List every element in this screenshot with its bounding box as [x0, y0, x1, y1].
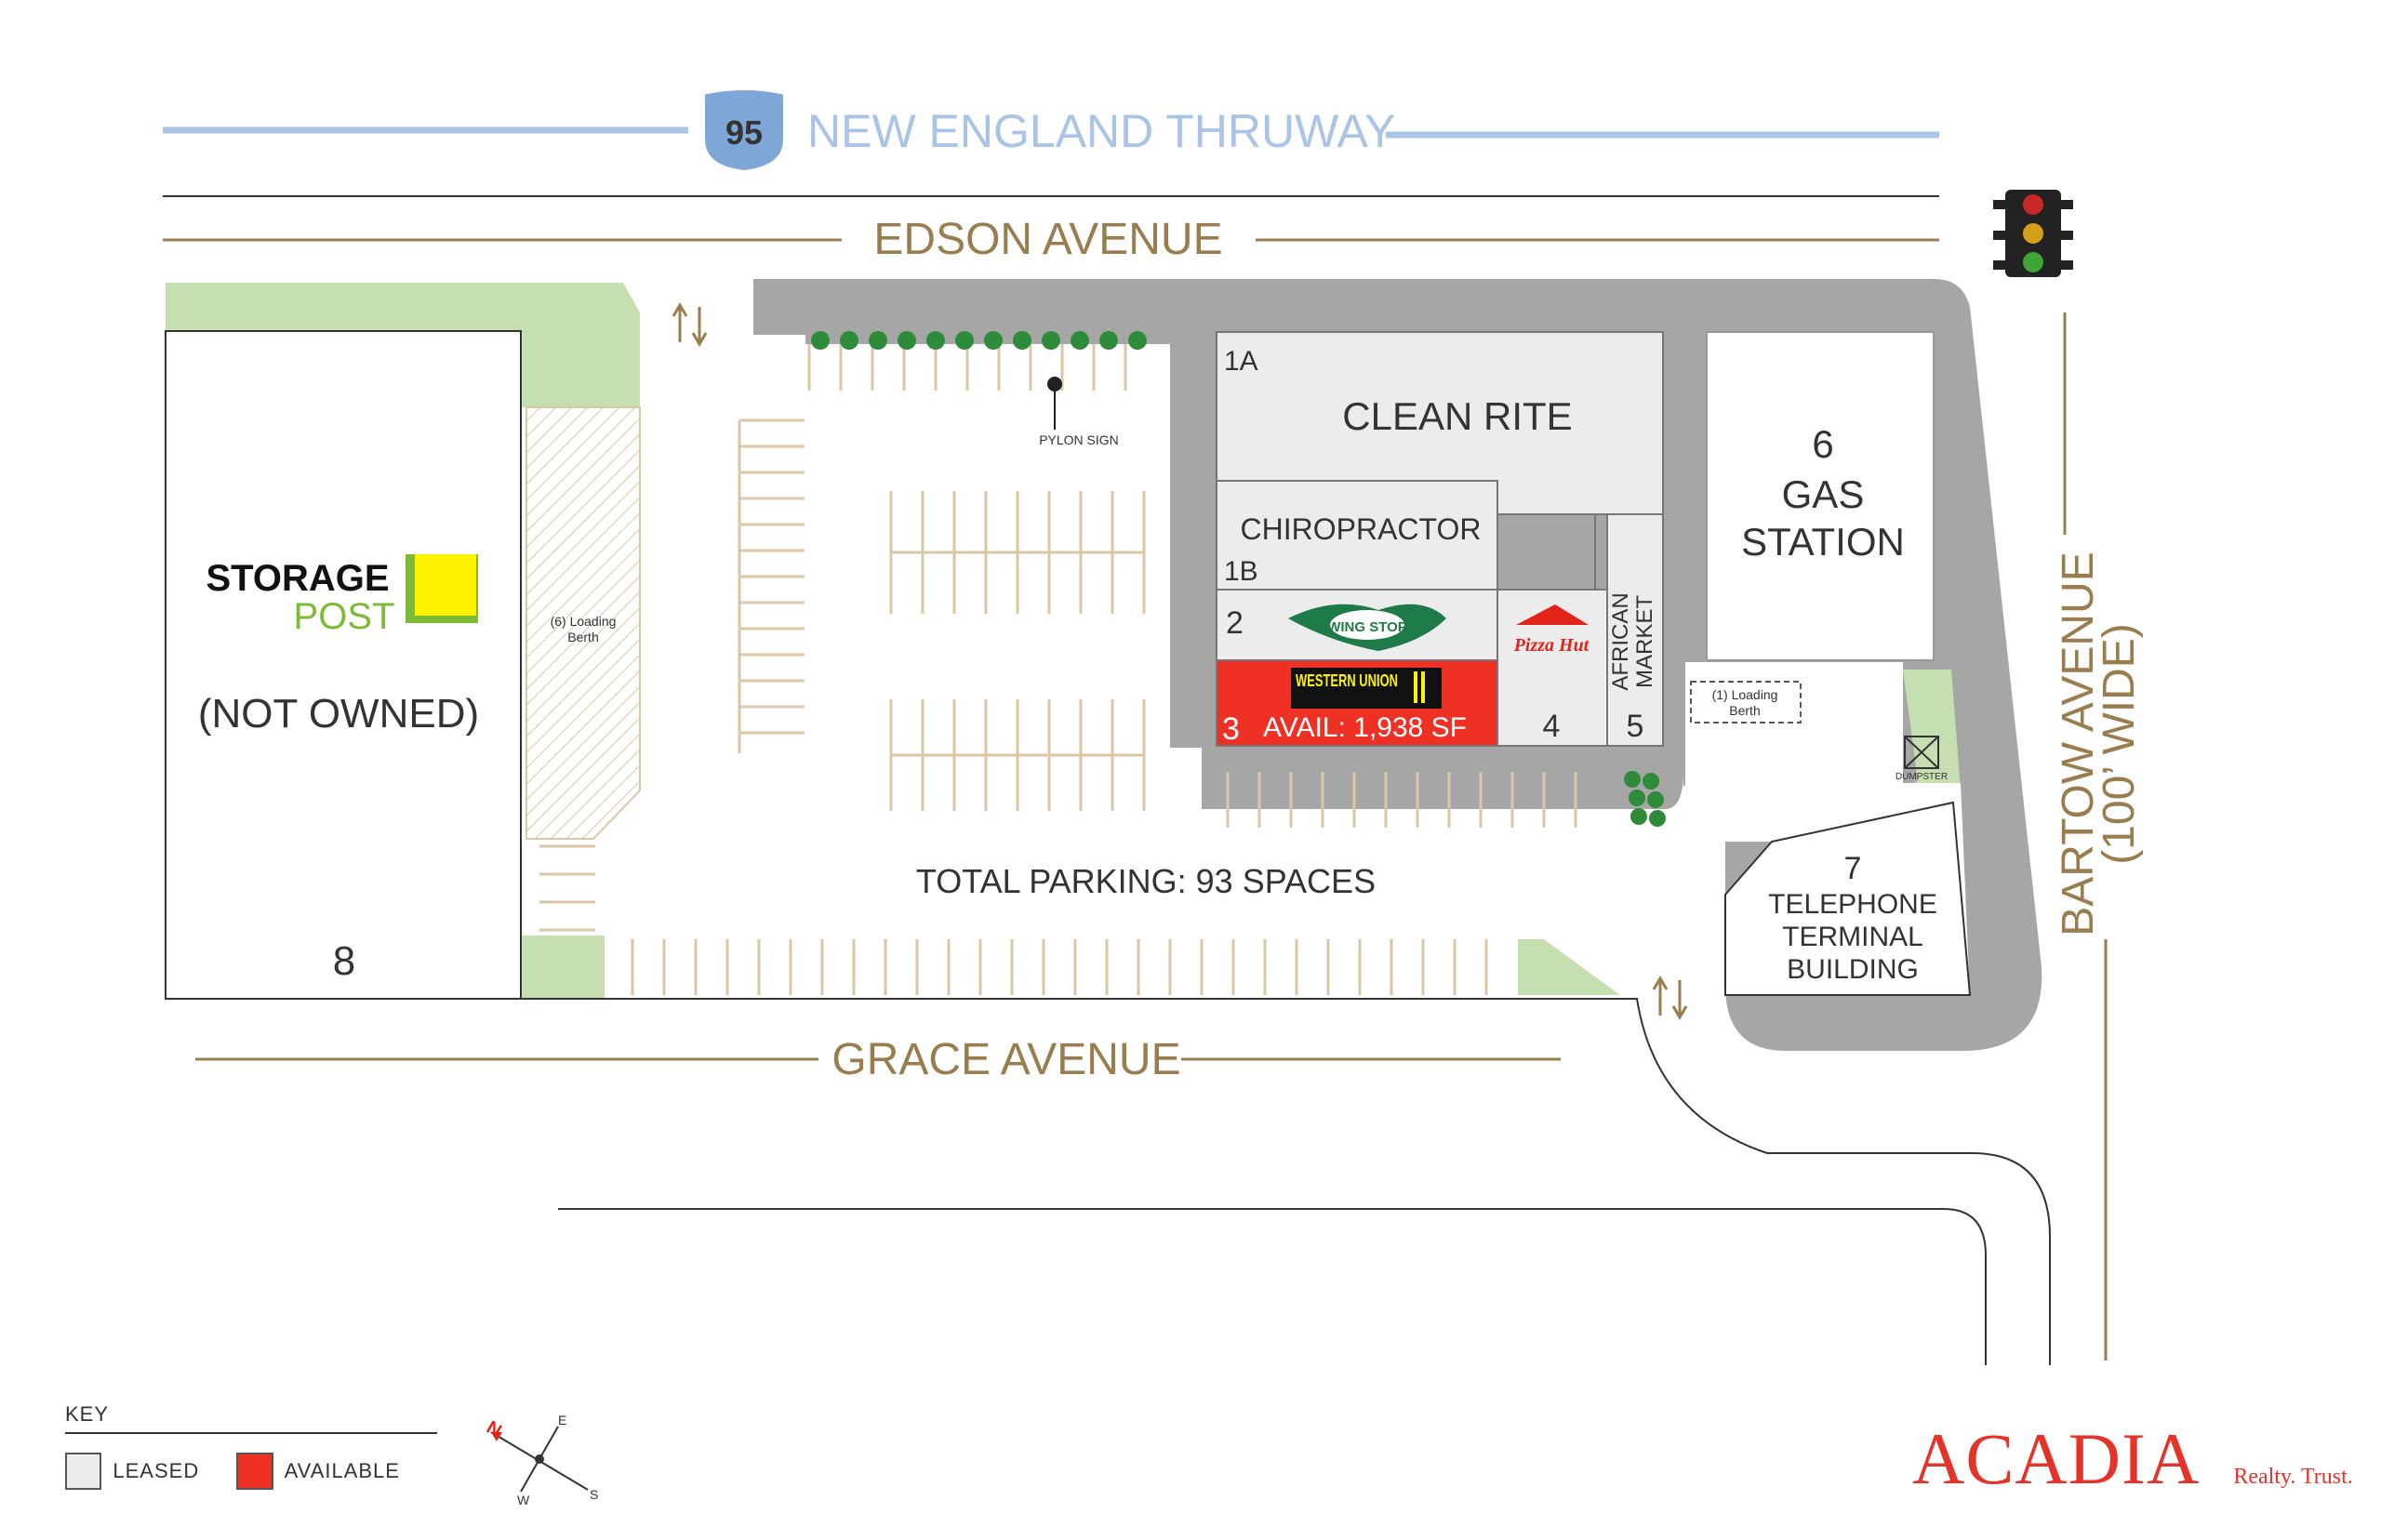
unit-6-tenant-line1: GAS	[1782, 472, 1865, 516]
unit-3-status: AVAIL: 1,938 SF	[1263, 712, 1467, 743]
unit-1a-tenant: CLEAN RITE	[1342, 394, 1572, 438]
parking-stalls	[539, 344, 1577, 995]
unit-5-tenant-line1: AFRICAN	[1608, 592, 1633, 690]
access-arrows-north	[672, 302, 708, 347]
shield-number: 95	[725, 113, 763, 152]
highway: 95 NEW ENGLAND THRUWAY	[163, 86, 1939, 175]
bartow-avenue-label: BARTOW AVENUE	[2054, 551, 2103, 936]
unit-1b[interactable]: CHIROPRACTOR 1B	[1216, 480, 1498, 591]
unit-3-available[interactable]: WESTERN UNION 3 AVAIL: 1,938 SF	[1216, 659, 1498, 747]
unit-1a-number: 1A	[1224, 346, 1258, 377]
lower-roads	[558, 998, 2051, 1365]
compass-w: W	[517, 1493, 530, 1507]
pizza-hut-logo-text: Pizza Hut	[1513, 635, 1590, 656]
grace-avenue-label: GRACE AVENUE	[831, 1035, 1180, 1084]
dumpster-label: DUMPSTER	[1895, 772, 1948, 782]
unit-6-tenant-line2: STATION	[1741, 520, 1905, 564]
grace-avenue: GRACE AVENUE	[195, 1035, 1561, 1084]
loading-6-line1: (6) Loading	[551, 614, 617, 629]
unit-5[interactable]: AFRICAN MARKET 5	[1594, 513, 1664, 747]
storage-post-logo-line1: STORAGE	[206, 558, 389, 599]
tree-icon	[1071, 331, 1089, 350]
bartow-avenue-note: (100’ WIDE)	[2095, 623, 2144, 865]
unit-7-tenant-line1: TELEPHONE	[1768, 889, 1937, 920]
pylon-sign-label: PYLON SIGN	[1039, 432, 1119, 447]
unit-5-number: 5	[1627, 709, 1644, 744]
access-arrows-south	[1652, 976, 1688, 1020]
shrub-icon	[1643, 773, 1659, 790]
shrub-icon	[1630, 808, 1647, 825]
key-leased-label: LEASED	[113, 1459, 200, 1482]
tree-icon	[1013, 331, 1031, 350]
shrub-icon	[1649, 810, 1666, 827]
shrub-cluster	[1624, 771, 1666, 827]
unit-8-storage-post[interactable]: STORAGE POST (NOT OWNED) 8	[165, 330, 522, 1000]
unit-1b-number: 1B	[1224, 556, 1258, 587]
total-parking-label: TOTAL PARKING: 93 SPACES	[916, 862, 1376, 900]
edson-avenue-label: EDSON AVENUE	[873, 215, 1222, 264]
dumpster-icon: DUMPSTER	[1895, 736, 1948, 782]
storage-post-logo-line2: POST	[294, 596, 395, 637]
western-union-logo: WESTERN UNION	[1296, 671, 1398, 690]
tree-row	[811, 331, 1147, 350]
tree-icon	[955, 331, 974, 350]
main-building: 1A CLEAN RITE CHIROPRACTOR 1B 2 WING STO…	[1216, 331, 1664, 747]
unit-6-gas-station[interactable]: 6 GAS STATION	[1706, 331, 1935, 661]
unit-7-tenant-line3: BUILDING	[1787, 954, 1919, 985]
unit-1a[interactable]: 1A CLEAN RITE	[1216, 331, 1664, 515]
tree-icon	[811, 331, 830, 350]
key-available-swatch	[236, 1453, 273, 1490]
key-leased-swatch	[65, 1453, 102, 1490]
pylon-sign: PYLON SIGN	[1039, 377, 1119, 447]
unit-4[interactable]: Pizza Hut 4	[1496, 589, 1608, 747]
pizza-hut-logo-icon: Pizza Hut	[1513, 604, 1590, 656]
shrub-icon	[1629, 790, 1645, 806]
unit-6-number: 6	[1812, 422, 1833, 466]
key-title: KEY	[65, 1402, 437, 1434]
unit-4-number: 4	[1543, 709, 1561, 744]
tree-icon	[869, 331, 887, 350]
brand-tagline: Realty. Trust.	[2233, 1465, 2353, 1489]
tree-icon	[840, 331, 858, 350]
loading-6-line2: Berth	[567, 630, 598, 644]
key-row: LEASED AVAILABLE	[65, 1453, 437, 1490]
compass-s: S	[590, 1487, 598, 1502]
traffic-light-icon	[1993, 190, 2073, 277]
unit-5-tenant-line2: MARKET	[1632, 595, 1657, 688]
highway-name: NEW ENGLAND THRUWAY	[807, 105, 1395, 157]
compass-icon: N E S W	[483, 1413, 598, 1507]
unit-8-number: 8	[333, 938, 355, 984]
unit-8-note: (NOT OWNED)	[198, 691, 479, 737]
tree-icon	[1042, 331, 1060, 350]
wingstop-logo-text: WING STOP	[1327, 619, 1407, 635]
tree-icon	[1128, 331, 1147, 350]
key-available-label: AVAILABLE	[284, 1459, 400, 1482]
loading-1-line2: Berth	[1729, 703, 1760, 718]
brand-name: ACADIA	[1912, 1418, 2201, 1499]
tree-icon	[1099, 331, 1118, 350]
tree-icon	[926, 331, 945, 350]
compass-e: E	[558, 1413, 566, 1427]
tree-icon	[898, 331, 916, 350]
unit-1b-tenant: CHIROPRACTOR	[1241, 512, 1482, 546]
unit-7-tenant-line2: TERMINAL	[1782, 922, 1923, 952]
wingstop-logo-icon: WING STOP	[1288, 604, 1446, 651]
loading-1-line1: (1) Loading	[1712, 687, 1778, 702]
shrub-icon	[1624, 771, 1641, 788]
unit-2[interactable]: 2 WING STOP	[1216, 589, 1498, 661]
unit-3-number: 3	[1222, 711, 1240, 747]
unit-7-telephone-building[interactable]: 7 TELEPHONE TERMINAL BUILDING	[1724, 801, 1972, 996]
loading-berth-1: (1) Loading Berth	[1690, 681, 1802, 724]
brand-logo: ACADIA Realty. Trust.	[1912, 1423, 2353, 1495]
tree-icon	[984, 331, 1003, 350]
edson-avenue: EDSON AVENUE	[163, 195, 1939, 264]
interstate-shield-icon: 95	[701, 86, 787, 175]
map-key: KEY LEASED AVAILABLE	[65, 1402, 437, 1490]
loading-berth-6: (6) Loading Berth	[525, 406, 641, 840]
shrub-icon	[1647, 791, 1664, 808]
unit-7-number: 7	[1844, 851, 1862, 886]
bartow-avenue: BARTOW AVENUE (100’ WIDE)	[2054, 312, 2144, 1361]
unit-2-number: 2	[1226, 605, 1244, 641]
